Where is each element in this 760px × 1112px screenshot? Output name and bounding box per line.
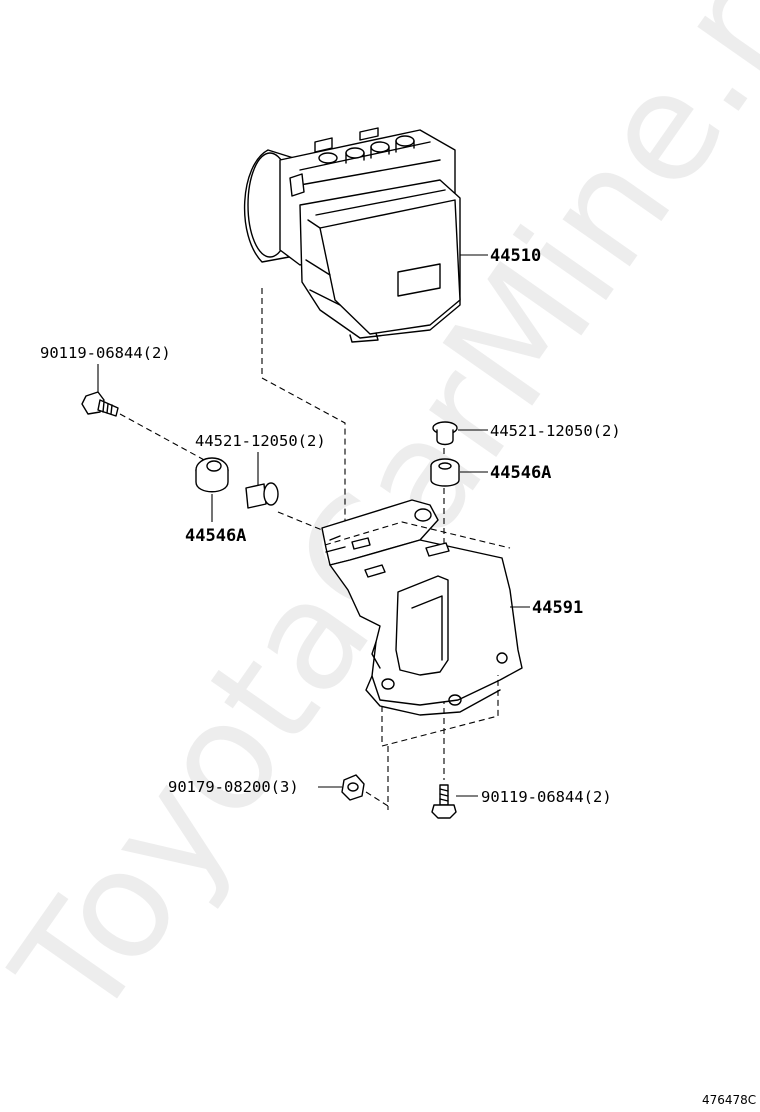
part-number-grommet-right: 44546A bbox=[490, 463, 551, 483]
part-number-bolt-top-left: 90119-06844(2) bbox=[40, 344, 171, 362]
bolt-top-left-icon bbox=[81, 391, 119, 417]
part-number-bolt-bottom: 90119-06844(2) bbox=[481, 788, 612, 806]
nut-icon bbox=[341, 774, 365, 801]
bolt-bottom-icon bbox=[431, 784, 457, 819]
alignment-line-bolt-top-left bbox=[119, 413, 209, 463]
grommet-right-icon bbox=[430, 458, 460, 487]
part-number-44510: 44510 bbox=[490, 246, 541, 266]
dashed-bracket-bottom bbox=[381, 675, 499, 747]
collar-right-icon bbox=[432, 421, 458, 446]
alignment-line-nut-short bbox=[365, 791, 389, 807]
part-number-collar-right: 44521-12050(2) bbox=[490, 422, 621, 440]
figure-number: 476478C bbox=[702, 1093, 756, 1107]
dashed-bracket-top bbox=[324, 521, 511, 549]
part-number-bracket: 44591 bbox=[532, 598, 583, 618]
part-number-nut: 90179-08200(3) bbox=[168, 778, 299, 796]
alignment-line-collar-left bbox=[277, 511, 323, 531]
grommet-left-icon bbox=[195, 457, 229, 493]
brake-ports bbox=[314, 127, 415, 164]
collar-left-icon bbox=[245, 482, 279, 509]
alignment-line-actuator bbox=[261, 288, 346, 530]
part-number-grommet-left: 44546A bbox=[185, 526, 246, 546]
bracket-44591 bbox=[321, 499, 523, 716]
connector-slot bbox=[397, 263, 441, 297]
abs-actuator-assembly bbox=[243, 127, 461, 343]
part-number-collar-left: 44521-12050(2) bbox=[195, 432, 326, 450]
